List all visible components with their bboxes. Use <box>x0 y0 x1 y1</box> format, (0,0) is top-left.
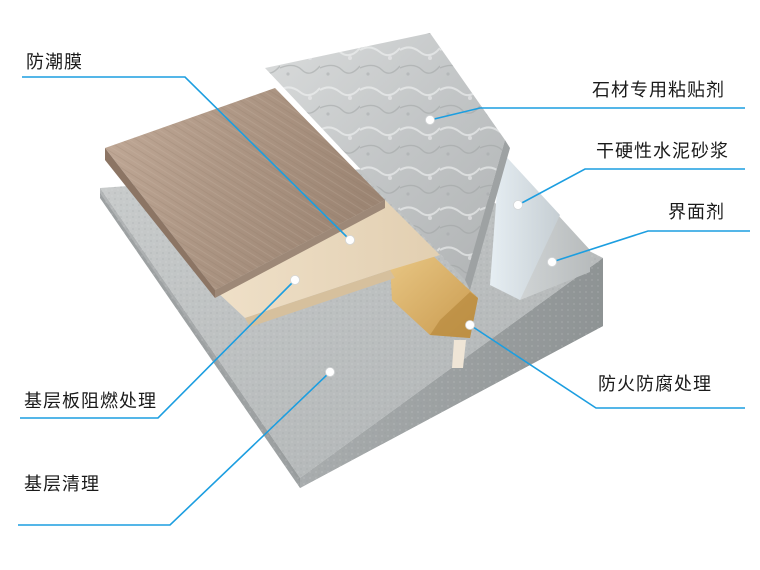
plywood-base-board <box>215 200 440 327</box>
leader-base-cleaning-dot <box>325 367 335 377</box>
label-dry-mortar: 干硬性水泥砂浆 <box>596 141 729 162</box>
label-stone-adhesive: 石材专用粘贴剂 <box>592 80 725 101</box>
wood-floor-board <box>105 88 385 298</box>
leader-moisture-film-dot <box>345 235 355 245</box>
leader-stone-adhesive-dot <box>425 115 435 125</box>
label-base-cleaning: 基层清理 <box>24 474 100 495</box>
interface-agent-layer <box>490 150 590 300</box>
leader-fire-retardant-base-dot <box>290 275 300 285</box>
leader-interface-agent-dot <box>547 257 557 267</box>
leader-fire-retardant-base <box>20 279 296 419</box>
label-moisture-film: 防潮膜 <box>26 52 83 73</box>
leader-fire-anticorrosion-dot <box>465 320 475 330</box>
stone-tile <box>265 33 510 290</box>
leader-dry-mortar-dot <box>513 200 523 210</box>
leader-moisture-film <box>22 76 351 241</box>
leader-dry-mortar <box>517 168 745 206</box>
leader-base-cleaning <box>18 371 331 526</box>
label-interface-agent: 界面剂 <box>668 202 725 223</box>
leader-interface-agent <box>551 230 750 263</box>
leader-fire-anticorrosion <box>469 324 745 409</box>
leader-stone-adhesive <box>429 107 745 121</box>
label-fire-anticorrosion: 防火防腐处理 <box>598 374 712 395</box>
label-fire-retardant-base: 基层板阻燃处理 <box>24 391 157 412</box>
leader-lines <box>18 76 750 526</box>
